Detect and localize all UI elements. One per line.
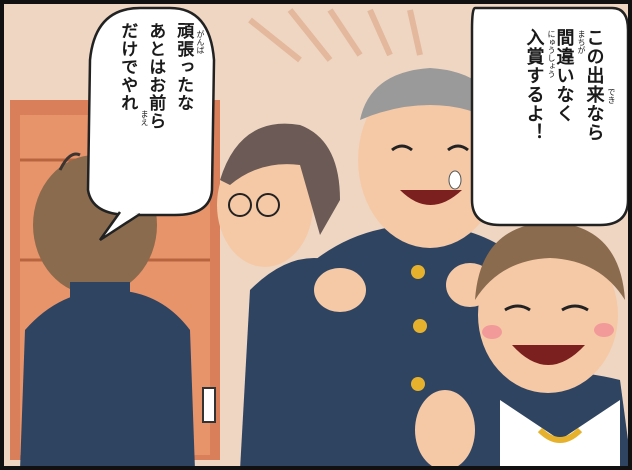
speech-left-ruby-2: まえ [140,110,149,126]
speech-left-line-1: 頑張ったな [173,22,194,112]
speech-left-line-3: だけでやれ [117,22,138,112]
speech-left-ruby-1: がんば [196,30,205,54]
speech-right-line-1: この出来なら [583,28,605,142]
speech-right-line-3: 入賞するよ！ [523,28,545,142]
speech-left-line-2: あとはお前ら [145,22,166,130]
speech-right-ruby-1: でき [607,88,616,104]
speech-bubble-left [86,6,216,217]
speed-lines [248,8,423,63]
door-handle [202,387,216,423]
speech-bubble-right [470,6,630,227]
speech-right-ruby-3: にゅうしょう [547,30,556,78]
speech-right-ruby-2: まちが [577,30,586,54]
girl [415,222,632,470]
speech-right-line-2: 間違いなく [553,28,575,123]
